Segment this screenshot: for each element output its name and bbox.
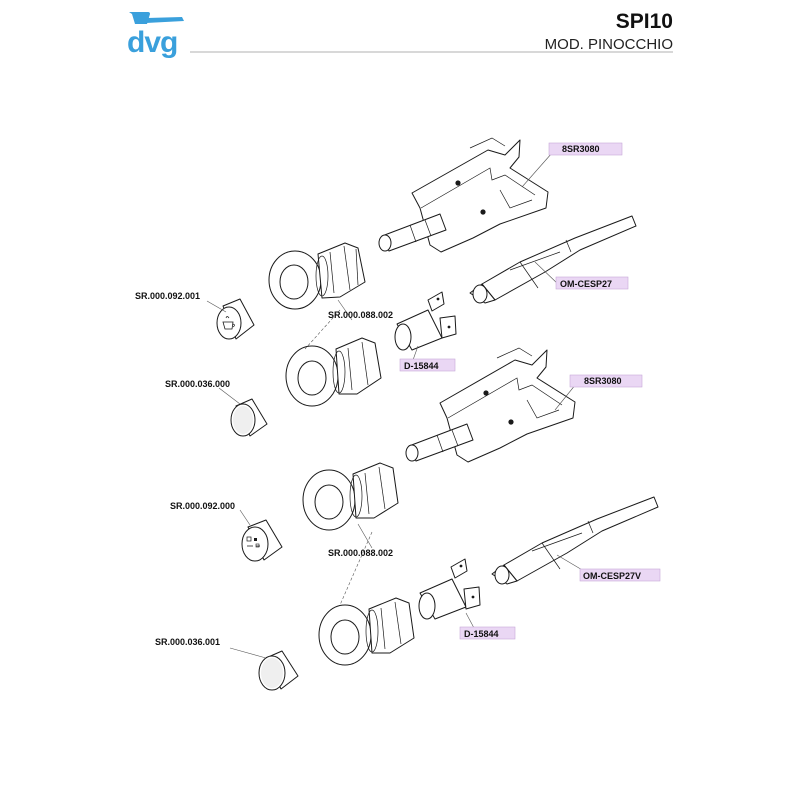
part-number-label: OM-CESP27V bbox=[583, 571, 641, 581]
part-number-label: 8SR3080 bbox=[562, 144, 600, 154]
on-off-marking-icon bbox=[246, 536, 260, 548]
part-number-label: OM-CESP27 bbox=[560, 279, 612, 289]
label-om-cesp27: OM-CESP27 bbox=[555, 276, 629, 290]
leader-lines bbox=[206, 152, 585, 659]
knob-cap-092-001 bbox=[216, 298, 255, 340]
plain-cap-036-001 bbox=[258, 650, 299, 691]
part-number-label: D-15844 bbox=[464, 629, 499, 639]
plain-cap-036-000 bbox=[230, 398, 268, 437]
label-sr-000-088-002-upper: SR.000.088.002 bbox=[328, 310, 393, 320]
label-sr-000-092-000: SR.000.092.000 bbox=[170, 501, 235, 511]
label-sr-000-036-001: SR.000.036.001 bbox=[155, 637, 220, 647]
ring-cage-lower-a bbox=[302, 462, 399, 531]
model-name: MOD. PINOCCHIO bbox=[545, 36, 673, 53]
model-code: SPI10 bbox=[616, 10, 673, 33]
bracket-8sr3080-upper bbox=[378, 137, 549, 253]
label-8sr3080-upper: 8SR3080 bbox=[548, 142, 623, 156]
ring-cage-middle bbox=[285, 337, 382, 407]
label-d15844-lower: D-15844 bbox=[459, 626, 516, 640]
spindle-om-cesp27 bbox=[469, 215, 637, 304]
label-sr-000-036-000: SR.000.036.000 bbox=[165, 379, 230, 389]
adapter-d15844-lower bbox=[418, 558, 481, 620]
ring-cage-upper bbox=[268, 242, 366, 310]
label-8sr3080-lower: 8SR3080 bbox=[569, 374, 643, 388]
part-number-label: D-15844 bbox=[404, 361, 439, 371]
coffee-cup-icon bbox=[222, 316, 235, 330]
part-number-label: 8SR3080 bbox=[584, 376, 622, 386]
bracket-8sr3080-lower bbox=[405, 347, 576, 463]
label-d15844-upper: D-15844 bbox=[399, 358, 456, 372]
knob-cap-092-000 bbox=[241, 519, 283, 562]
label-sr-000-088-002-lower: SR.000.088.002 bbox=[328, 548, 393, 558]
spindle-om-cesp27v bbox=[491, 496, 659, 585]
brand-logo: dvg bbox=[127, 12, 184, 59]
label-om-cesp27v: OM-CESP27V bbox=[579, 568, 661, 582]
coffee-cup-icon bbox=[129, 12, 184, 24]
label-sr-000-092-001: SR.000.092.001 bbox=[135, 291, 200, 301]
ring-cage-lower-b bbox=[318, 597, 415, 666]
logo-text: dvg bbox=[127, 26, 177, 59]
adapter-d15844-upper bbox=[394, 291, 457, 351]
